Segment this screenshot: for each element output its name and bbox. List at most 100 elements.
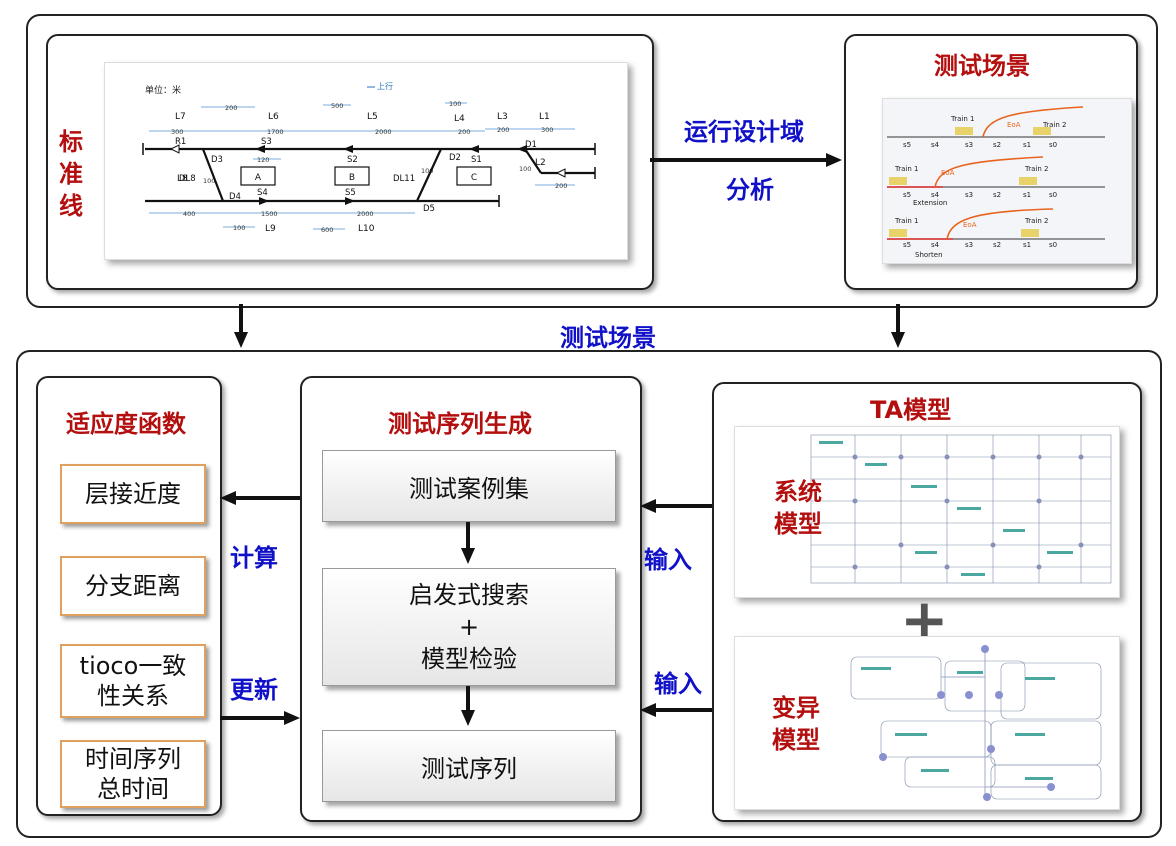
fitness-item-tioco: tioco一致 性关系: [60, 644, 206, 718]
heuristic-search-box: 启发式搜索 + 模型检验: [322, 568, 616, 686]
track-layout-svg: 单位：米 上行 L7 L6 L5 L4 L3 L1 L2 L8 L9 L10: [142, 81, 596, 234]
gen-arrow-1: [461, 522, 475, 564]
slot: s5: [903, 191, 911, 199]
distance-label: 400: [183, 210, 195, 218]
signal-label: D1: [525, 140, 537, 150]
slot: s5: [903, 241, 911, 249]
distance-label: 1500: [261, 210, 278, 218]
slot: s3: [965, 191, 973, 199]
signal-label: S1: [471, 155, 482, 165]
train-right: Train 2: [1024, 217, 1048, 225]
distance-label: 200: [458, 128, 470, 136]
eoa-label: EoA: [963, 221, 977, 229]
signal-label: R1: [175, 137, 186, 147]
compute-label: 计算: [230, 544, 278, 572]
dl-label: DL8: [179, 174, 196, 184]
section-label: L10: [358, 224, 375, 234]
distance-label: 200: [497, 126, 509, 134]
input-arrow-1: [640, 499, 714, 513]
signal-label: S5: [345, 188, 356, 198]
scenario-image: Train 1 Train 2 EoA s5 s4 s3 s2 s1 s0 Tr…: [882, 98, 1132, 264]
distance-label: 100: [233, 224, 245, 232]
section-label: L5: [367, 112, 378, 122]
train-left: Train 1: [894, 217, 918, 225]
odd-arrow: [650, 153, 842, 167]
scenario-caption: Shorten: [915, 251, 943, 259]
distance-label: 300: [541, 126, 553, 134]
distance-label: 100: [421, 167, 433, 175]
compute-arrow: [220, 491, 300, 505]
generation-title: 测试序列生成: [388, 410, 532, 438]
test-sequence-box: 测试序列: [322, 730, 616, 802]
down-arrow-left: [234, 304, 248, 348]
track-layout-image: 单位：米 上行 L7 L6 L5 L4 L3 L1 L2 L8 L9 L10: [104, 62, 628, 260]
direction-label: 上行: [377, 81, 393, 91]
signal-label: D3: [211, 155, 223, 165]
system-model-svg: [810, 434, 1112, 584]
update-label: 更新: [230, 676, 278, 704]
scenario-title: 测试场景: [934, 52, 1030, 80]
slot: s2: [993, 141, 1001, 149]
distance-label: 500: [331, 102, 343, 110]
section-label: L4: [454, 114, 465, 124]
section-label: L6: [268, 112, 279, 122]
distance-label: 100: [203, 177, 215, 185]
slot: s4: [931, 241, 940, 249]
fitness-title: 适应度函数: [66, 410, 186, 438]
train-right: Train 2: [1024, 165, 1048, 173]
eoa-label: EoA: [941, 169, 955, 177]
heuristic-search-text: 启发式搜索 + 模型检验: [409, 581, 529, 673]
system-model-label: 系统 模型: [774, 478, 822, 538]
fitness-item-total-time: 时间序列 总时间: [60, 740, 206, 808]
signal-label: D4: [229, 192, 241, 202]
scenario-row-3: Train 1 Train 2 EoA s5 s4 s3 s2 s1 s0 Sh…: [887, 208, 1105, 259]
section-label: L3: [497, 112, 508, 122]
slot: s5: [903, 141, 911, 149]
distance-label: 1700: [267, 128, 284, 136]
distance-label: 600: [321, 226, 333, 234]
analysis-label: 分析: [726, 176, 774, 204]
section-labels: L7 L6 L5 L4 L3 L1 L2 L8 L9 L10: [175, 112, 550, 234]
fitness-item-layer-proximity: 层接近度: [60, 464, 206, 524]
system-model-image: [734, 426, 1120, 598]
slot: s1: [1023, 191, 1031, 199]
input-label-2: 输入: [654, 670, 702, 698]
section-label: L7: [175, 112, 186, 122]
update-arrow: [220, 711, 300, 725]
station-label: A: [255, 173, 262, 183]
odd-label: 运行设计域: [684, 118, 804, 146]
fitness-item-total-time-text: 时间序列 总时间: [85, 745, 181, 803]
train-right: Train 2: [1042, 121, 1066, 129]
signal-label: S4: [257, 188, 268, 198]
scenario-svg: Train 1 Train 2 EoA s5 s4 s3 s2 s1 s0 Tr…: [887, 106, 1105, 259]
mutant-model-label: 变异 模型: [772, 694, 820, 754]
signal-label: D5: [423, 204, 435, 214]
down-arrow-right: [891, 304, 905, 348]
mutant-model-svg: [850, 645, 1102, 801]
fitness-item-branch-distance: 分支距离: [60, 556, 206, 616]
dl-label: DL11: [393, 174, 415, 184]
ta-model-title: TA模型: [870, 396, 952, 424]
slot: s2: [993, 241, 1001, 249]
eoa-label: EoA: [1007, 121, 1021, 129]
slot: s0: [1049, 141, 1057, 149]
input-arrow-2: [640, 703, 714, 717]
slot: s4: [931, 141, 940, 149]
distance-label: 2000: [375, 128, 392, 136]
section-label: L9: [265, 224, 276, 234]
signal-label: S2: [347, 155, 358, 165]
scenario-row-1: Train 1 Train 2 EoA s5 s4 s3 s2 s1 s0: [887, 106, 1105, 149]
distance-label: 100: [449, 100, 461, 108]
section-label: L1: [539, 112, 550, 122]
slot: s0: [1049, 241, 1057, 249]
slot: s1: [1023, 241, 1031, 249]
standard-line-label: 标准线: [59, 128, 83, 220]
distance-label: 300: [171, 128, 183, 136]
scenario-caption: Extension: [913, 199, 947, 207]
section-label: L2: [535, 158, 546, 168]
test-case-set-box: 测试案例集: [322, 450, 616, 522]
gen-arrow-2: [461, 686, 475, 726]
signal-label: D2: [449, 153, 461, 163]
station-label: B: [349, 173, 355, 183]
slot: s3: [965, 141, 973, 149]
